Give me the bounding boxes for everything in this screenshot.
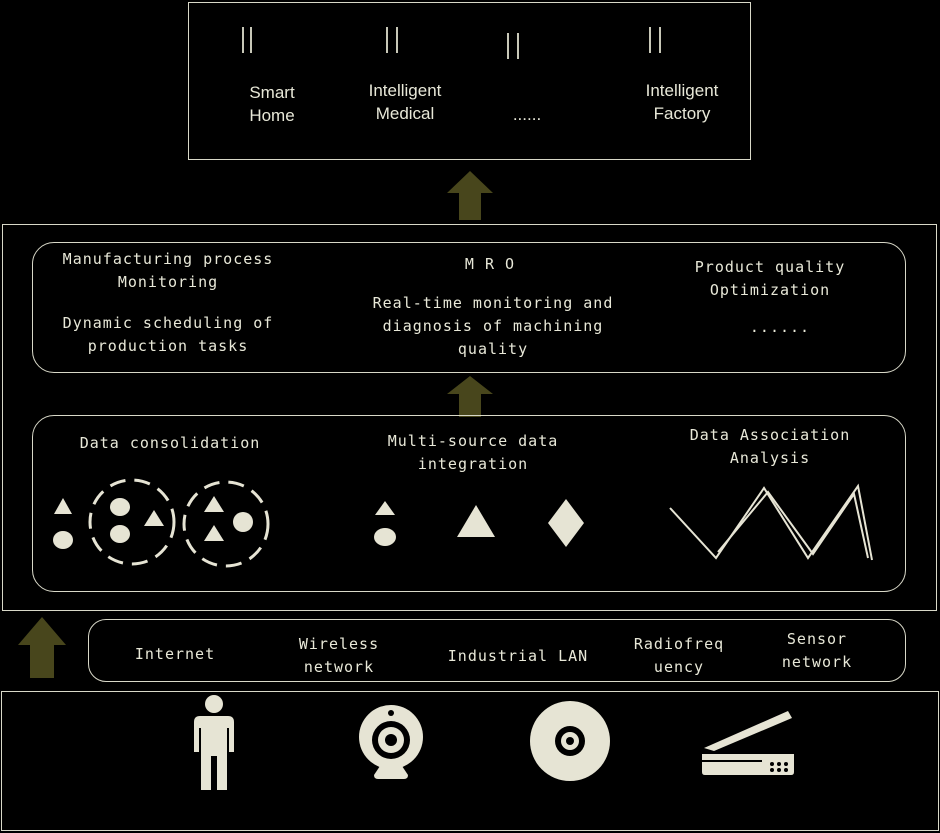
smart-home-icon [242, 27, 252, 53]
factory-icon [649, 27, 661, 53]
data-association-label: Data Association Analysis [689, 426, 851, 467]
arrow-up-icon [18, 617, 66, 678]
network-sensor: Sensor network [781, 630, 853, 671]
network-radiofrequency: Radiofreq uency [633, 635, 725, 676]
product-quality-label: Product quality Optimization [694, 258, 846, 299]
network-wireless: Wireless network [298, 635, 380, 676]
association-lines-icon [669, 483, 873, 561]
network-internet: Internet [134, 645, 216, 663]
services-more-dots: ...... [749, 318, 811, 336]
device-layer-box [1, 691, 939, 831]
scanner-icon [702, 711, 794, 775]
app-intelligent-factory: Intelligent Factory [645, 81, 719, 123]
network-box [88, 619, 906, 682]
multi-source-integration-label: Multi-source data integration [387, 432, 559, 473]
processing-box [32, 415, 906, 592]
services-box [32, 242, 906, 373]
mro-description: Real-time monitoring and diagnosis of ma… [372, 294, 614, 358]
dynamic-scheduling-label: Dynamic scheduling of production tasks [62, 314, 274, 355]
medical-icon [386, 27, 398, 53]
webcam-icon [359, 705, 423, 779]
network-industrial-lan: Industrial LAN [447, 647, 589, 665]
platform-box [2, 224, 937, 611]
consolidation-shapes-icon [53, 478, 270, 568]
arrow-up-icon [447, 171, 493, 220]
application-layer-box: Smart Home Intelligent Medical ...... In… [188, 2, 751, 160]
data-consolidation-label: Data consolidation [79, 434, 261, 452]
app-more: ...... [512, 105, 542, 124]
mro-title: M R O [464, 255, 516, 273]
disc-icon [530, 701, 610, 781]
arrow-up-icon [447, 376, 493, 417]
more-icon [507, 33, 519, 59]
app-smart-home: Smart Home [249, 83, 295, 125]
app-intelligent-medical: Intelligent Medical [368, 81, 442, 123]
manufacturing-monitoring-label: Manufacturing process Monitoring [62, 250, 274, 291]
person-icon [194, 695, 234, 790]
integration-shapes-icon [374, 499, 584, 547]
